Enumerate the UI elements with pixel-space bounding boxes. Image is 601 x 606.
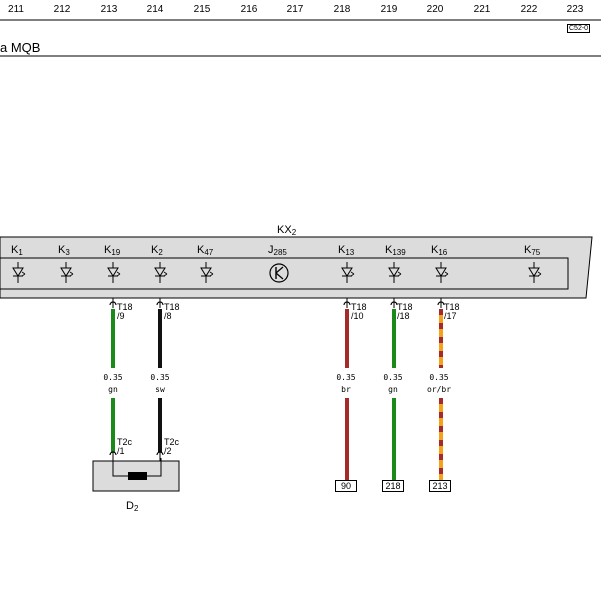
panel-label: KX2	[277, 224, 296, 237]
connector-pin-top-w1: T18/9	[117, 302, 133, 321]
connector-pin-top-w5: T18/17	[444, 302, 460, 321]
component-label-k139: K139	[385, 244, 406, 257]
component-label-k16: K16	[431, 244, 448, 257]
component-label-k1: K1	[11, 244, 23, 257]
column-number: 212	[53, 4, 71, 15]
k19-diode-icon	[107, 262, 121, 283]
panel-label-base: KX	[277, 224, 292, 236]
component-label-k13: K13	[338, 244, 355, 257]
panel-label-sub: 2	[291, 228, 297, 237]
reference-box-w5: 213	[429, 480, 451, 492]
device-label-sub: 2	[133, 504, 139, 513]
column-number: 218	[333, 4, 351, 15]
component-label-j285: J285	[268, 244, 287, 257]
wire-w1	[109, 298, 117, 461]
k75-diode-icon	[528, 262, 542, 283]
column-number: 211	[8, 4, 24, 15]
device-label: D2	[126, 500, 138, 513]
k16-diode-icon	[435, 262, 449, 283]
column-number: 217	[286, 4, 304, 15]
connector-pin-top-w4: T18/18	[397, 302, 413, 321]
connector-pin-top-w2: T18/8	[164, 302, 180, 321]
component-label-k19: K19	[104, 244, 121, 257]
column-number: 214	[146, 4, 164, 15]
column-number: 221	[473, 4, 491, 15]
connector-pin-top-w3: T18/10	[351, 302, 367, 321]
diagram-title: a MQB	[0, 40, 41, 55]
wire-w2	[156, 298, 164, 461]
column-number: 215	[193, 4, 211, 15]
device-d2-element	[128, 472, 147, 480]
connector-pin-bottom-w2: T2c/2	[164, 437, 180, 456]
k3-diode-icon	[60, 262, 74, 283]
column-number: 220	[426, 4, 444, 15]
connector-pin-bottom-w1: T2c/1	[117, 437, 133, 456]
component-label-k75: K75	[524, 244, 541, 257]
device-d2-inner-wiring	[112, 458, 162, 477]
component-label-k2: K2	[151, 244, 163, 257]
wire-w5	[437, 298, 445, 480]
component-label-k3: K3	[58, 244, 70, 257]
column-number: 213	[100, 4, 118, 15]
reference-box-w3: 90	[335, 480, 357, 492]
wire-w3	[343, 298, 351, 480]
reference-box-w4: 218	[382, 480, 404, 492]
wire-w4	[390, 298, 398, 480]
k2-diode-icon	[154, 262, 168, 283]
column-number: 219	[380, 4, 398, 15]
j285-transistor-icon	[269, 263, 289, 283]
component-label-k47: K47	[197, 244, 214, 257]
k1-diode-icon	[12, 262, 26, 283]
column-number: 222	[520, 4, 538, 15]
column-number: 223	[566, 4, 584, 15]
relay-panel-inner	[0, 257, 569, 290]
k139-diode-icon	[388, 262, 402, 283]
device-label-base: D	[126, 500, 134, 512]
k47-diode-icon	[200, 262, 214, 283]
column-number: 216	[240, 4, 258, 15]
k13-diode-icon	[341, 262, 355, 283]
page-reference: C52-0	[567, 24, 591, 33]
